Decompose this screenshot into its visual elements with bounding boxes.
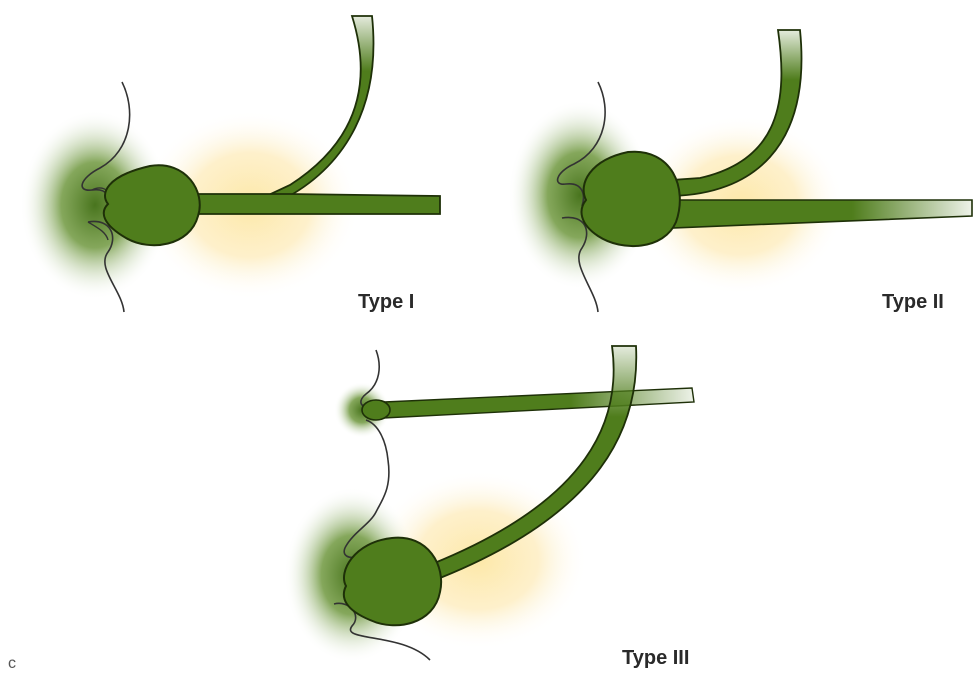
- small-sac: [362, 400, 390, 420]
- upper-vessel: [384, 388, 694, 418]
- aneurysm-sac: [582, 152, 680, 246]
- type-label: Type I: [358, 291, 414, 313]
- horizontal-vessel: [190, 194, 440, 214]
- type-label: Type II: [882, 291, 944, 313]
- panel-type-1: Type I: [20, 16, 440, 313]
- aneurysm-sac: [344, 538, 441, 626]
- aneurysm-sac: [104, 165, 200, 245]
- panel-type-3: Type III: [284, 346, 694, 669]
- panel-type-2: Type II: [508, 30, 972, 313]
- type-label: Type III: [622, 647, 689, 669]
- corner-mark: c: [8, 655, 16, 672]
